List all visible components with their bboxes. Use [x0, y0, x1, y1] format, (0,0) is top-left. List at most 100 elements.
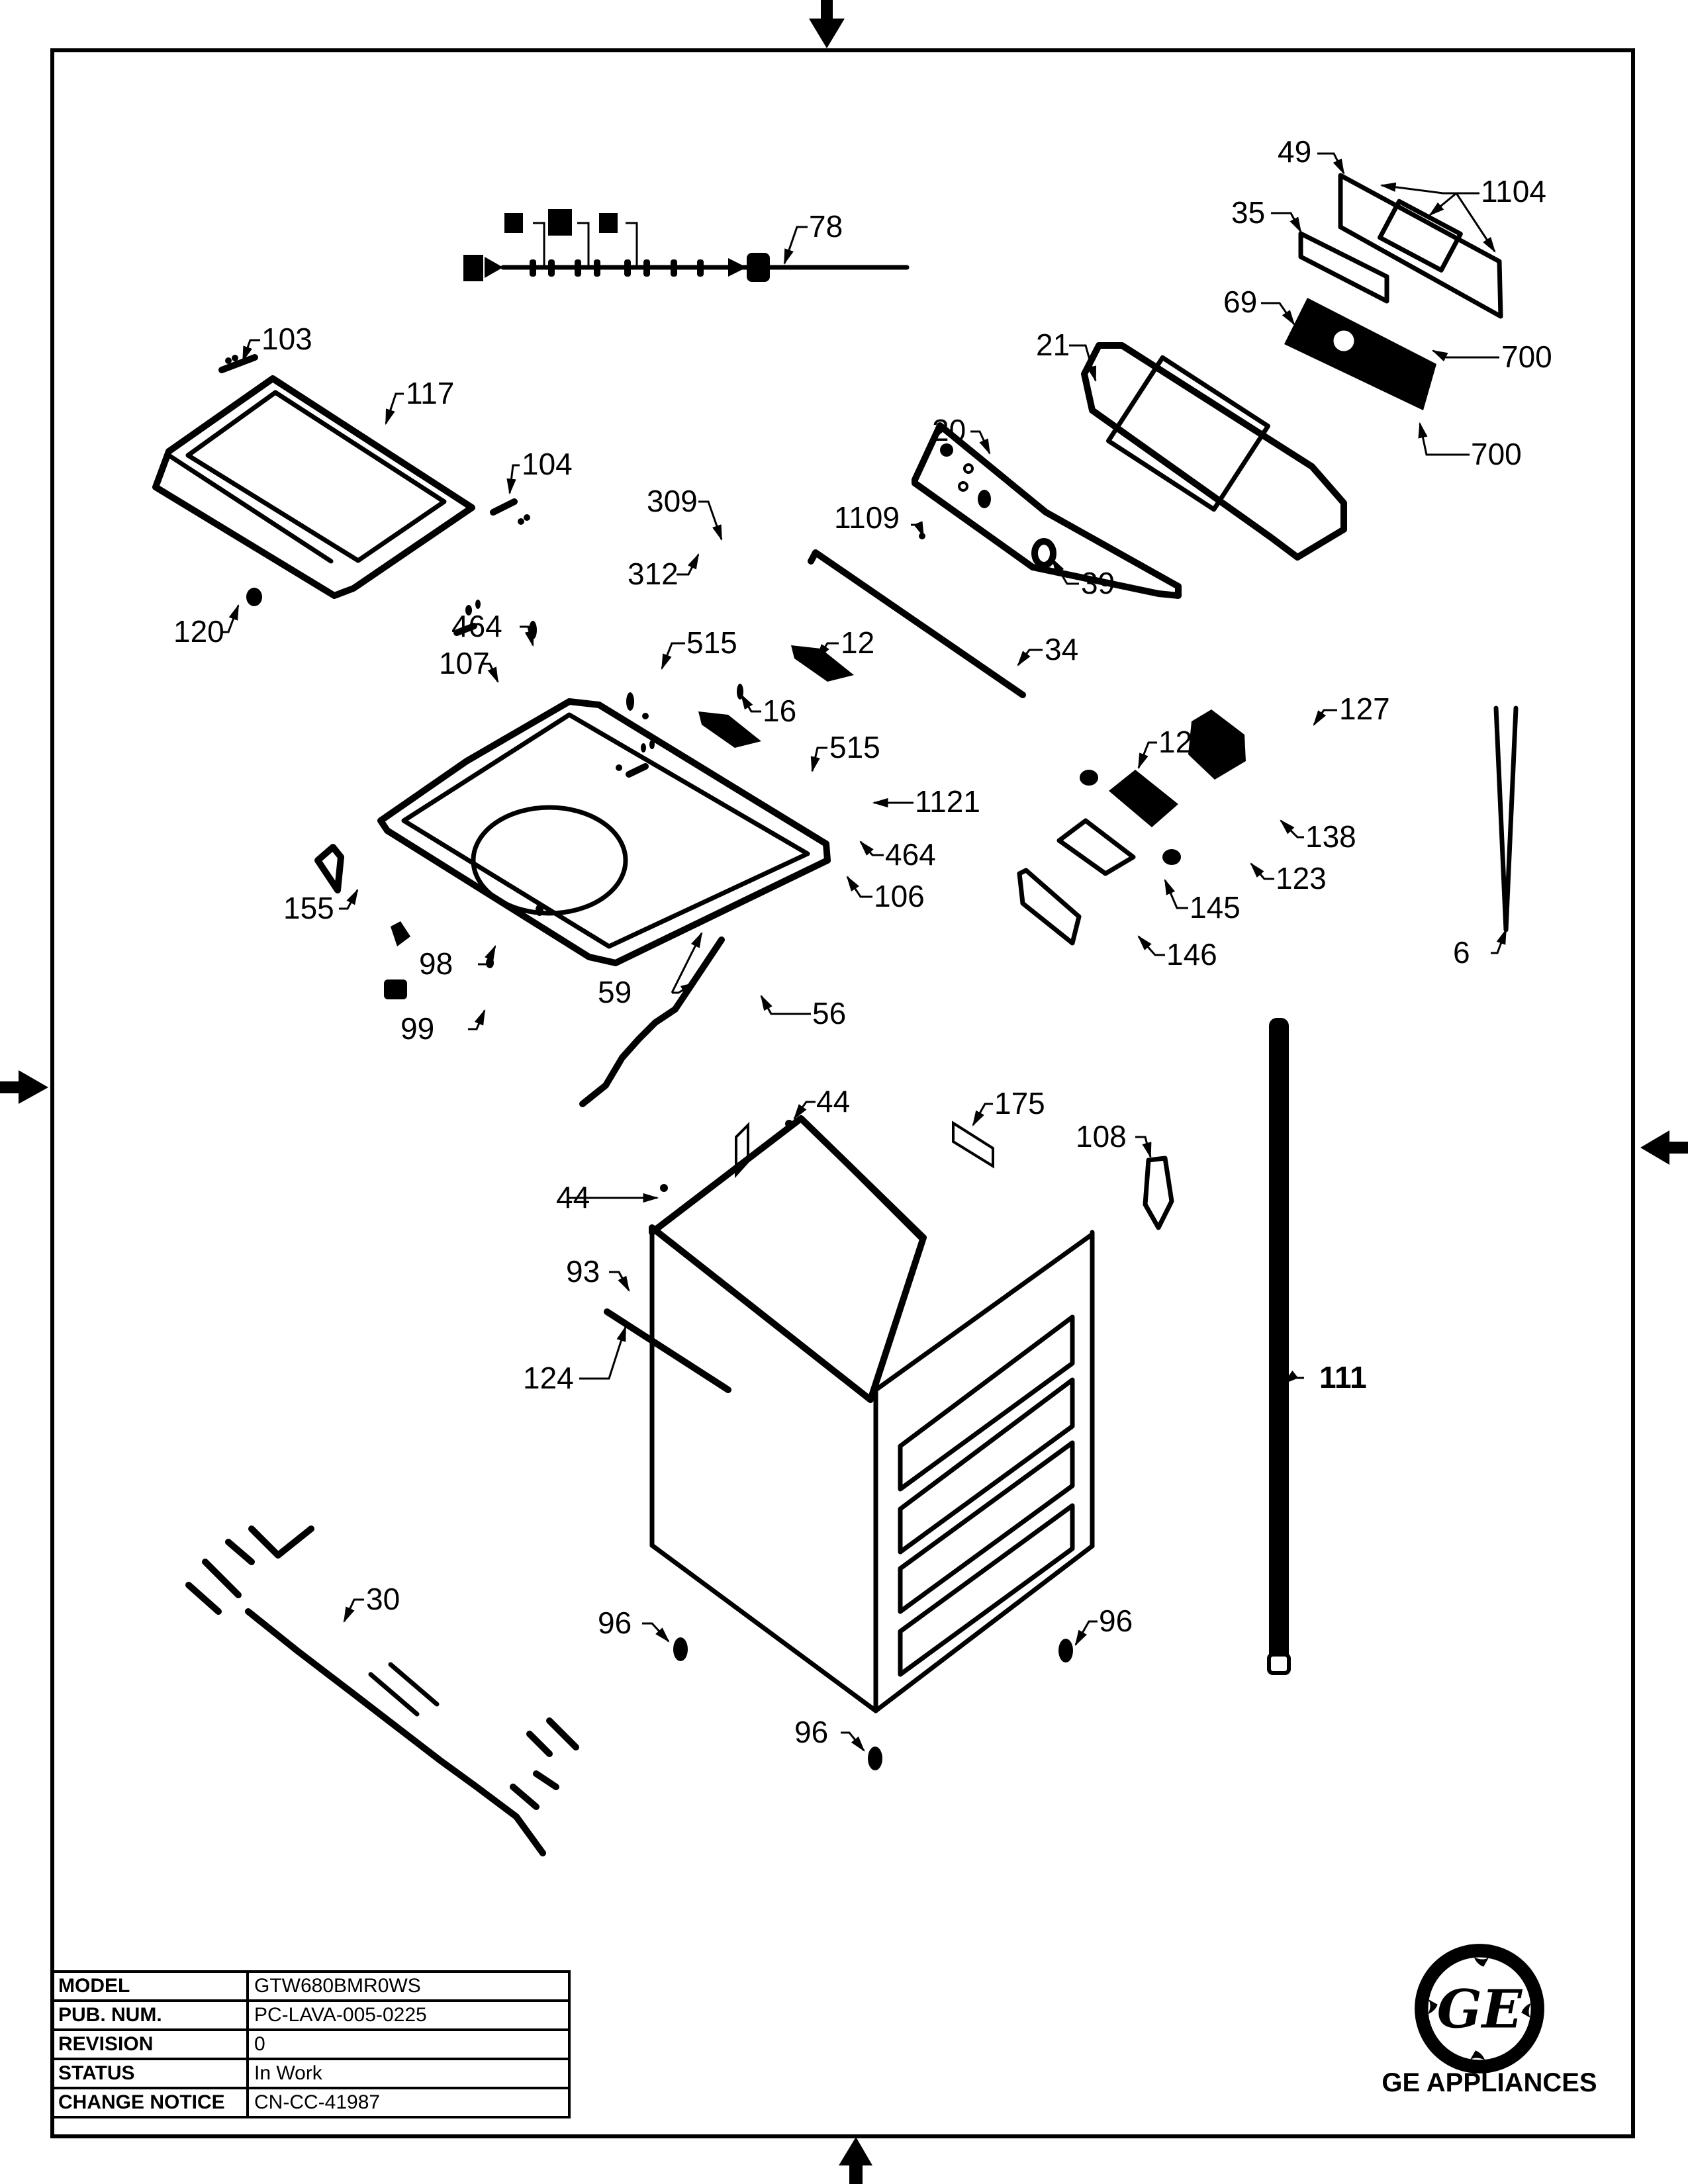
part-127-dispenser-housing	[1188, 709, 1246, 780]
callout-44-upper: 44	[816, 1084, 850, 1118]
title-block-row: MODEL GTW680BMR0WS	[50, 1970, 571, 2002]
part-117-lid	[152, 375, 475, 599]
part-99-bumper-base	[384, 979, 407, 999]
callout-127: 127	[1339, 692, 1390, 726]
part-515-clips	[529, 621, 634, 711]
callout-120: 120	[173, 614, 224, 649]
callout-34: 34	[1045, 632, 1078, 666]
title-block-row: REVISION 0	[50, 2028, 571, 2060]
callout-175: 175	[994, 1086, 1045, 1120]
part-108-drain-clamp	[1143, 1156, 1174, 1230]
callout-107: 107	[439, 646, 490, 680]
part-175-label	[735, 1120, 994, 1179]
callout-30: 30	[366, 1582, 400, 1616]
leader-lines	[220, 152, 1507, 1752]
part-69-control-board	[1284, 298, 1436, 410]
callout-96-bottom: 96	[794, 1715, 828, 1749]
pub-num-value: PC-LAVA-005-0225	[246, 1999, 571, 2031]
callout-98: 98	[419, 946, 453, 981]
callout-103: 103	[261, 322, 312, 356]
callout-117: 117	[406, 376, 454, 410]
part-39-knob	[1031, 538, 1056, 569]
callout-146: 146	[1166, 937, 1217, 972]
arrow-down-top-marker	[809, 0, 845, 48]
part-123-siphon-cap-lower	[1162, 849, 1181, 865]
arrow-right-left-marker	[0, 1070, 48, 1104]
svg-text:GE: GE	[1437, 1978, 1523, 2040]
callout-78: 78	[809, 209, 843, 244]
part-valve-body	[698, 711, 761, 748]
callout-1109: 1109	[834, 500, 900, 535]
part-155-corner-cap	[314, 844, 344, 893]
part-30-main-harness	[185, 1525, 579, 1856]
part-93-cabinet	[649, 1115, 1095, 1713]
callout-69: 69	[1223, 285, 1257, 319]
part-107-hinge-bushing	[453, 623, 477, 636]
part-20-control-overlay	[912, 422, 1182, 599]
callout-700-lower: 700	[1471, 437, 1522, 471]
change-notice-value: CN-CC-41987	[246, 2087, 571, 2118]
title-block-row: CHANGE NOTICE CN-CC-41987	[50, 2087, 571, 2118]
model-number-value: GTW680BMR0WS	[246, 1970, 571, 2002]
callout-464-lower: 464	[885, 837, 936, 872]
status-value: In Work	[246, 2058, 571, 2089]
callout-labels: 49 1104 35 78 69 700 700 21 103 117 104 …	[173, 134, 1552, 1749]
callout-12: 12	[841, 625, 874, 660]
part-1121-screw	[642, 713, 649, 719]
revision-value: 0	[246, 2028, 571, 2060]
part-96-leveling-legs	[673, 1637, 1073, 1770]
callout-464-upper: 464	[451, 609, 502, 643]
arrow-up-bottom-marker	[839, 2137, 872, 2184]
part-56-fill-hose	[579, 936, 725, 1107]
callout-44-lower: 44	[556, 1180, 590, 1214]
callout-124: 124	[523, 1361, 574, 1395]
part-120-bumper	[246, 588, 262, 606]
callout-16: 16	[763, 694, 796, 728]
callout-99: 99	[400, 1011, 434, 1046]
part-34-hose	[808, 549, 1026, 698]
callout-39: 39	[1081, 566, 1115, 600]
title-block-row: STATUS In Work	[50, 2058, 571, 2089]
part-111-drain-hose	[1267, 1018, 1291, 1675]
callout-138: 138	[1305, 819, 1356, 854]
callout-111: 111	[1319, 1360, 1367, 1394]
title-block-key: PUB. NUM.	[50, 1999, 249, 2031]
callout-1121: 1121	[915, 784, 980, 819]
callout-106: 106	[874, 879, 925, 913]
callout-93: 93	[566, 1254, 600, 1289]
part-146-drawer-front	[1017, 868, 1082, 946]
title-block-key: CHANGE NOTICE	[50, 2087, 249, 2118]
callout-700-upper: 700	[1501, 340, 1552, 374]
drawing-border	[50, 48, 1635, 2138]
title-block: MODEL GTW680BMR0WS PUB. NUM. PC-LAVA-005…	[50, 1970, 571, 2118]
callout-515-upper: 515	[686, 625, 737, 660]
part-145-dispenser-drawer	[1056, 818, 1136, 876]
title-block-key: REVISION	[50, 2028, 249, 2060]
title-block-key: MODEL	[50, 1970, 249, 2002]
title-block-row: PUB. NUM. PC-LAVA-005-0225	[50, 1999, 571, 2031]
callout-96-right: 96	[1099, 1604, 1133, 1638]
callout-123-lower: 123	[1276, 861, 1327, 895]
callout-104: 104	[522, 447, 573, 481]
part-98-bumper	[391, 921, 410, 946]
part-464-screws-lower	[641, 740, 655, 752]
part-49-bezel	[1338, 173, 1503, 319]
brand-name: GE APPLIANCES	[1382, 2068, 1597, 2097]
part-6-power-cord	[1493, 705, 1519, 933]
callout-123-upper: 123	[1158, 725, 1209, 759]
callout-312: 312	[628, 557, 679, 591]
part-123-siphon-cap-upper	[1080, 770, 1098, 786]
part-103-lid-hinge	[218, 354, 258, 373]
callout-145: 145	[1190, 890, 1241, 925]
callout-6: 6	[1453, 935, 1470, 970]
callout-96-left: 96	[598, 1606, 632, 1640]
part-12-water-valve	[791, 645, 854, 682]
callout-108: 108	[1076, 1119, 1127, 1154]
callout-49: 49	[1278, 134, 1311, 169]
callout-20: 20	[932, 413, 966, 447]
callout-35: 35	[1231, 195, 1265, 230]
arrow-left-right-marker	[1640, 1130, 1688, 1165]
part-104-lid-hinge	[490, 498, 530, 525]
callout-21: 21	[1036, 328, 1070, 362]
